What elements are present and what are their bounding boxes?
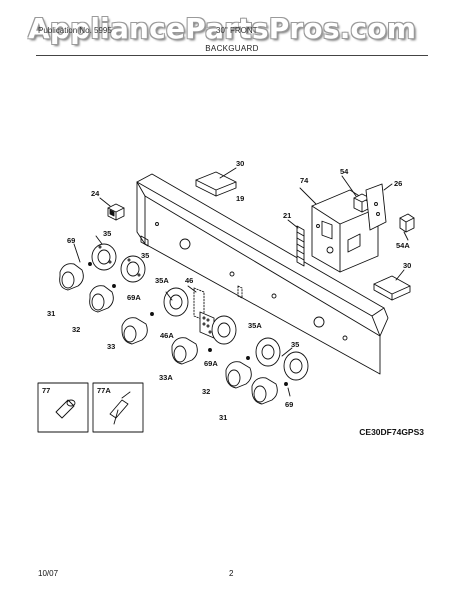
label-35-left-b: 35 xyxy=(141,251,149,260)
bracket-top xyxy=(195,167,237,197)
label-69-left: 69 xyxy=(67,236,75,245)
relay-parts xyxy=(341,175,415,241)
bracket-right xyxy=(373,269,411,301)
label-19: 19 xyxy=(236,194,244,203)
label-69a-right: 69A xyxy=(204,359,218,368)
label-33a: 33A xyxy=(159,373,173,382)
header-rule xyxy=(36,55,428,56)
part-labels: 30 24 19 74 54 26 21 54A 69 35 35 30 31 … xyxy=(42,159,411,422)
label-54: 54 xyxy=(340,167,349,176)
publication-number: Publication No. 5995 xyxy=(38,26,112,35)
label-30-right: 30 xyxy=(403,261,411,270)
section-title: BACKGUARD xyxy=(205,44,259,53)
label-32-left: 32 xyxy=(72,325,80,334)
label-21: 21 xyxy=(283,211,291,220)
terminal-strip xyxy=(287,219,305,267)
center-controls xyxy=(121,285,237,365)
label-30-top: 30 xyxy=(236,159,244,168)
backguard-panel xyxy=(136,173,389,375)
label-77: 77 xyxy=(42,386,50,395)
label-77a: 77A xyxy=(97,386,111,395)
left-controls xyxy=(59,235,146,313)
switch-part xyxy=(99,197,125,221)
watermark: AppliancePartsPros.com xyxy=(28,12,417,45)
model-code: CE30DF74GPS3 xyxy=(359,427,424,437)
label-35-right: 35 xyxy=(291,340,299,349)
footer-date: 10/07 xyxy=(38,569,59,578)
label-35a-center: 35A xyxy=(155,276,169,285)
label-35-left-a: 35 xyxy=(103,229,111,238)
label-35a-right: 35A xyxy=(248,321,262,330)
label-46: 46 xyxy=(185,276,193,285)
label-24: 24 xyxy=(91,189,100,198)
label-69a-left: 69A xyxy=(127,293,141,302)
label-32-right: 32 xyxy=(202,387,210,396)
label-74: 74 xyxy=(300,176,309,185)
page-number: 2 xyxy=(229,569,234,578)
inset-boxes xyxy=(37,382,144,433)
right-controls xyxy=(225,337,309,405)
label-69-right: 69 xyxy=(285,400,293,409)
label-31-right: 31 xyxy=(219,413,227,422)
label-33: 33 xyxy=(107,342,115,351)
model-description: 30" FRONT xyxy=(216,26,258,35)
label-46a: 46A xyxy=(160,331,174,340)
label-26: 26 xyxy=(394,179,402,188)
label-31-left: 31 xyxy=(47,309,55,318)
label-54a: 54A xyxy=(396,241,410,250)
